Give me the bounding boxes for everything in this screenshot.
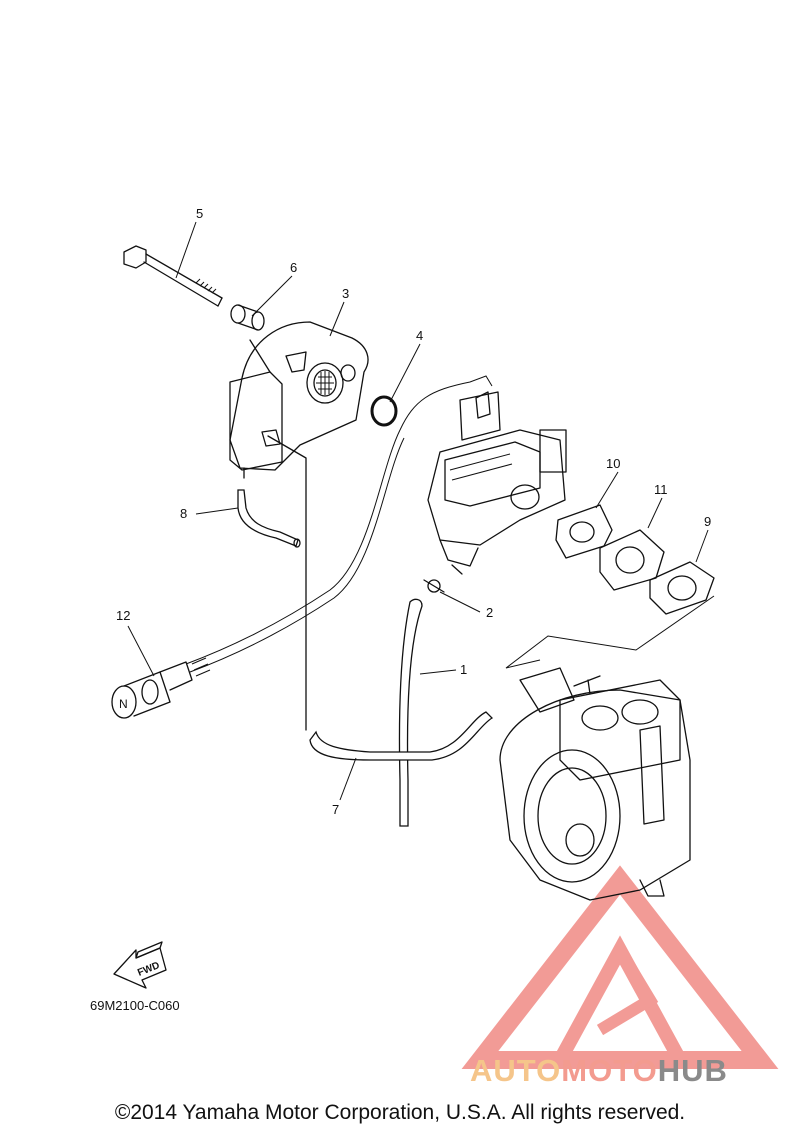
callout-7: 7	[332, 802, 339, 817]
choke-cable	[185, 375, 493, 673]
gasket-10	[555, 504, 613, 559]
fwd-label: FWD	[136, 960, 161, 979]
fuel-pump-3	[229, 321, 369, 479]
gasket-9	[649, 561, 715, 615]
watermark-logo	[461, 865, 779, 1069]
callout-11: 11	[654, 482, 668, 497]
callout-9: 9	[704, 514, 711, 529]
hose-1	[398, 598, 423, 827]
watermark-part-auto: AUTO	[470, 1053, 562, 1088]
svg-text:N: N	[119, 697, 128, 711]
clip-2	[423, 579, 445, 593]
insulator-11	[599, 529, 665, 591]
callout-2: 2	[486, 605, 493, 620]
watermark-part-moto: MOTO	[561, 1053, 658, 1088]
assembly-guide	[505, 595, 715, 669]
collar-6	[230, 304, 265, 331]
callout-1: 1	[460, 662, 467, 677]
copyright-notice: ©2014 Yamaha Motor Corporation, U.S.A. A…	[114, 1101, 686, 1124]
bolt-5	[123, 245, 223, 307]
callout-10: 10	[606, 456, 620, 471]
callout-3: 3	[342, 286, 349, 301]
leader-lines	[127, 221, 709, 801]
watermark-part-hub: HUB	[657, 1053, 728, 1088]
callout-12: 12	[116, 608, 130, 623]
fwd-arrow: FWD	[113, 941, 167, 989]
hose-7	[267, 435, 494, 761]
carburetor	[427, 391, 567, 575]
watermark-text: AUTOMOTOHUB	[470, 1053, 728, 1089]
hose-8	[237, 489, 301, 548]
callout-6: 6	[290, 260, 297, 275]
choke-knob-12: N	[111, 657, 211, 719]
diagram-code: 69M2100-C060	[90, 998, 180, 1013]
callout-labels: 5 6 3 4 8 2 1 7 12 10 11 9	[116, 206, 711, 817]
callout-5: 5	[196, 206, 203, 221]
engine-block	[499, 667, 691, 901]
o-ring-4	[370, 395, 398, 427]
callout-8: 8	[180, 506, 187, 521]
callout-4: 4	[416, 328, 423, 343]
